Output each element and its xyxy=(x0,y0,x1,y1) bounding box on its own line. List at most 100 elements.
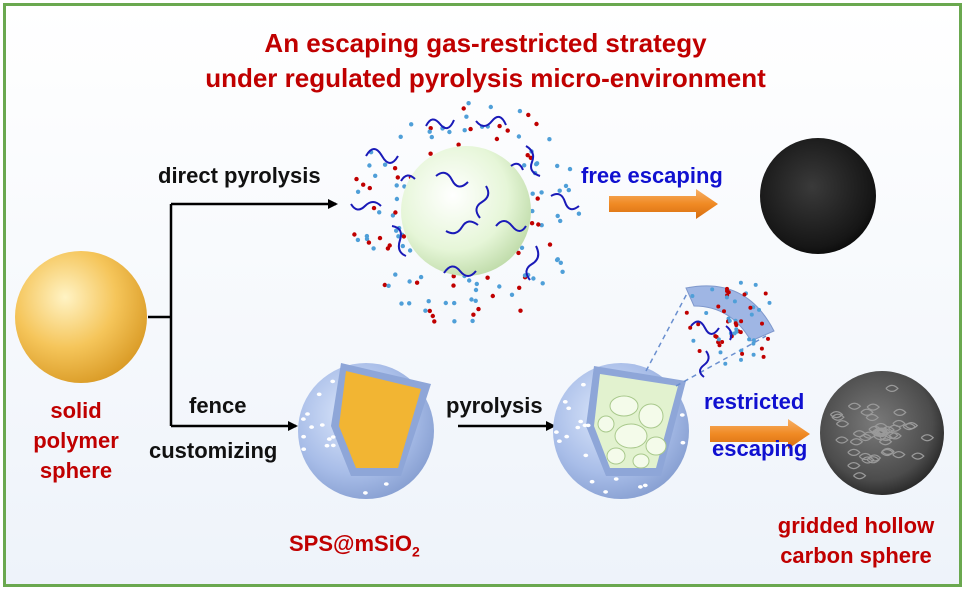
gas-molecule-dot xyxy=(723,361,728,366)
zoom-shell-fragment xyxy=(685,285,775,342)
gas-molecule-dot xyxy=(430,313,435,319)
grid-texture-cell xyxy=(849,438,864,446)
grid-texture-cell xyxy=(835,420,850,428)
pore-dot xyxy=(583,453,589,458)
gas-molecule-dot xyxy=(558,260,563,265)
gas-molecule-dot xyxy=(522,163,527,168)
product-label-line-1: gridded hollow xyxy=(777,513,935,538)
gas-molecule-dot xyxy=(516,250,521,256)
pore-dot xyxy=(557,439,562,444)
diagram-artwork xyxy=(15,101,944,499)
gas-molecule-dot xyxy=(690,294,695,298)
gas-molecule-dot xyxy=(371,205,377,211)
gas-molecule-dot xyxy=(467,278,472,283)
grid-texture-cell xyxy=(892,419,906,428)
gas-molecule-dot xyxy=(716,337,721,342)
gas-molecule-dot xyxy=(386,283,391,288)
gas-molecule-dot xyxy=(720,340,725,344)
gas-molecule-dot xyxy=(704,311,709,315)
gas-molecule-dot xyxy=(451,274,456,279)
pore-dot xyxy=(638,485,643,489)
zoom-gas-cloud xyxy=(684,280,772,366)
gas-molecule-dot xyxy=(739,319,744,324)
pore-dot xyxy=(603,490,608,494)
gas-molecule-dot xyxy=(566,187,571,193)
grid-texture-cell xyxy=(892,451,906,459)
gas-molecule-dot xyxy=(767,300,772,305)
gas-molecule-dot xyxy=(529,221,535,226)
gas-molecule-dot xyxy=(534,121,539,127)
gas-molecule-dot xyxy=(418,274,424,280)
pore-dot xyxy=(330,443,336,448)
pyrolysis-label: pyrolysis xyxy=(446,393,543,418)
free-escaping-label: free escaping xyxy=(581,163,723,188)
pore-dot xyxy=(589,479,595,484)
gas-molecule-dot xyxy=(373,173,378,178)
gas-molecule-dot xyxy=(429,134,434,140)
pore-dot xyxy=(581,382,586,387)
gridded-hollow-carbon-sphere xyxy=(820,371,944,495)
gas-molecule-dot xyxy=(742,292,747,297)
gas-molecule-dot xyxy=(759,346,764,351)
gas-molecule-dot xyxy=(558,218,563,224)
gas-molecule-dot xyxy=(473,298,478,303)
gas-molecule-dot xyxy=(428,126,433,131)
gas-molecule-dot xyxy=(560,269,565,274)
gas-molecule-dot xyxy=(536,222,541,227)
gas-molecule-dot xyxy=(392,166,398,171)
gas-squiggles xyxy=(350,115,580,281)
zoom-squiggles xyxy=(690,320,733,378)
gas-molecule-dot xyxy=(530,191,535,196)
gas-molecule-dot xyxy=(464,114,469,119)
gas-molecule-dot xyxy=(394,228,399,233)
gas-molecule-dot xyxy=(355,189,361,194)
grid-texture-cell xyxy=(902,423,916,431)
pore-dot xyxy=(564,434,570,439)
pore-dot xyxy=(330,379,336,384)
pore-dot xyxy=(319,423,325,427)
gas-molecule-dot xyxy=(382,282,387,288)
gas-molecule-dot xyxy=(697,349,702,353)
gas-molecule-dot xyxy=(516,134,522,139)
grid-texture-cell xyxy=(853,472,867,480)
gas-molecule-dot xyxy=(739,357,743,362)
product-label-line-2: carbon sphere xyxy=(780,543,932,568)
gas-molecule-dot xyxy=(395,175,400,180)
gas-molecule-dot xyxy=(531,276,536,281)
grid-texture-cell xyxy=(878,438,893,446)
pore-dot xyxy=(582,423,588,428)
pore-dot xyxy=(680,440,686,445)
gas-molecule-dot xyxy=(732,299,737,304)
hollow-silica-sphere xyxy=(553,363,689,499)
grid-texture-cell xyxy=(858,452,873,461)
gas-molecule-dot xyxy=(539,223,544,228)
gas-molecule-dot xyxy=(710,287,715,292)
gas-molecule-dot xyxy=(447,129,452,135)
gas-molecule-dot xyxy=(426,299,431,304)
gas-molecule-dot xyxy=(401,234,407,239)
customizing-label: customizing xyxy=(149,438,278,463)
pore-dot xyxy=(363,491,368,495)
gas-molecule-dot xyxy=(691,338,696,343)
gas-molecule-dot xyxy=(466,101,471,106)
gas-molecule-dot xyxy=(555,213,560,219)
gas-molecule-dot xyxy=(456,142,461,147)
grid-texture-cell xyxy=(893,408,907,416)
gas-molecule-dot xyxy=(409,122,414,127)
grid-texture-cell xyxy=(881,447,895,455)
gas-molecule-dot xyxy=(717,343,722,348)
grid-texture-cell xyxy=(829,411,844,419)
gas-molecule-dot xyxy=(452,319,457,324)
gas-molecule-dot xyxy=(525,153,530,158)
grid-texture-cell xyxy=(861,456,875,464)
gas-molecule-dot xyxy=(751,341,756,346)
gas-molecule-dot xyxy=(539,190,544,195)
gas-molecule-dot xyxy=(354,176,359,182)
gas-molecule-dot xyxy=(725,286,729,291)
gas-molecule-dot xyxy=(469,297,474,302)
gas-molecule-dot xyxy=(361,182,366,187)
free-escaping-arrow xyxy=(609,189,718,219)
grid-texture-cell xyxy=(867,454,882,462)
gas-molecule-dot xyxy=(505,128,510,133)
title-line-2: under regulated pyrolysis micro-environm… xyxy=(205,63,766,93)
